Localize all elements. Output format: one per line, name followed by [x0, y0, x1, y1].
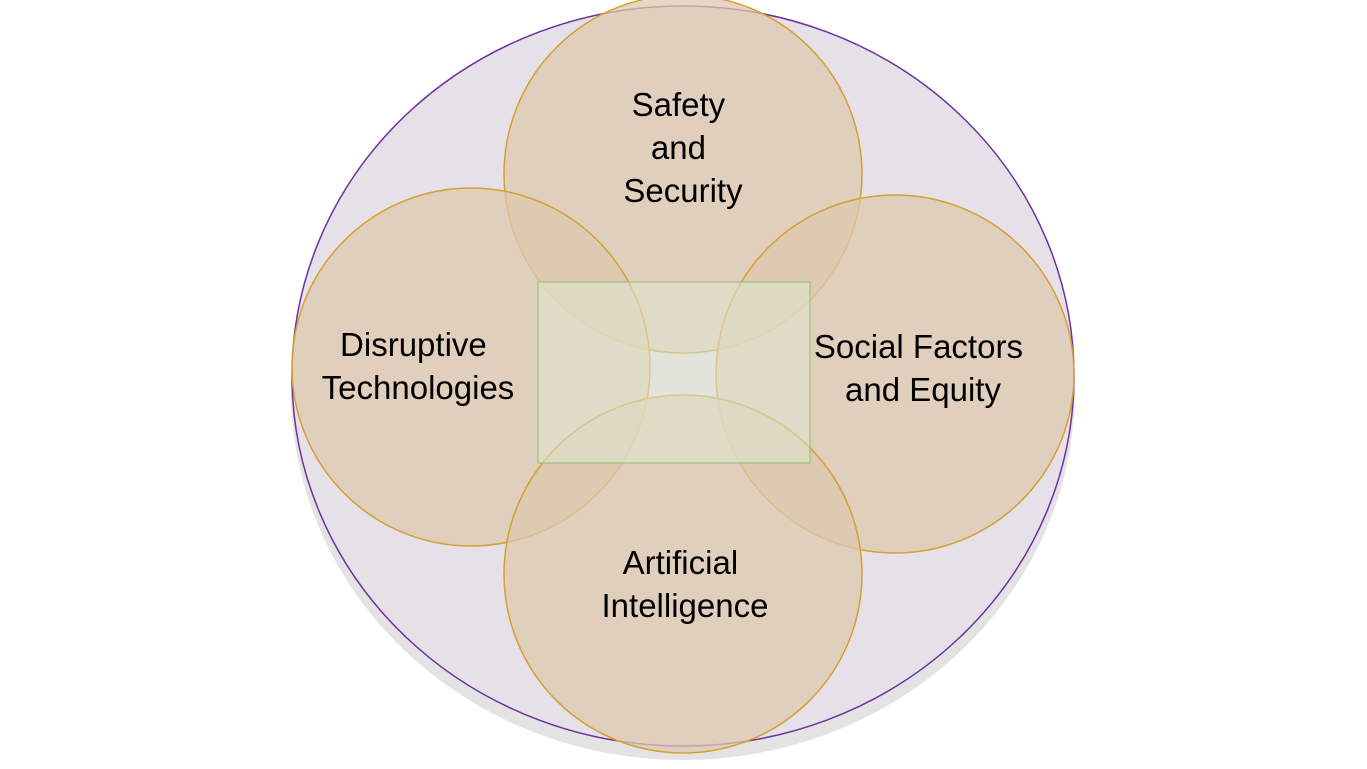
- label-bottom-line2: Intelligence: [602, 587, 769, 624]
- center-rectangle[interactable]: [537, 281, 811, 464]
- label-top: Safety and Security: [623, 86, 743, 209]
- label-left: Disruptive Technologies: [322, 326, 515, 406]
- label-top-line2: and: [651, 129, 706, 166]
- label-bottom-line1: Artificial: [623, 544, 739, 581]
- label-right-line1: Social Factors: [814, 328, 1023, 365]
- label-bottom: Artificial Intelligence: [602, 544, 769, 624]
- label-top-line3: Security: [623, 172, 743, 209]
- overlap-circles: [291, 0, 1075, 754]
- label-right-line2: and Equity: [845, 371, 1001, 408]
- label-left-line2: Technologies: [322, 369, 515, 406]
- label-right: Social Factors and Equity: [814, 328, 1032, 408]
- label-top-line1: Safety: [632, 86, 726, 123]
- label-left-line1: Disruptive: [340, 326, 487, 363]
